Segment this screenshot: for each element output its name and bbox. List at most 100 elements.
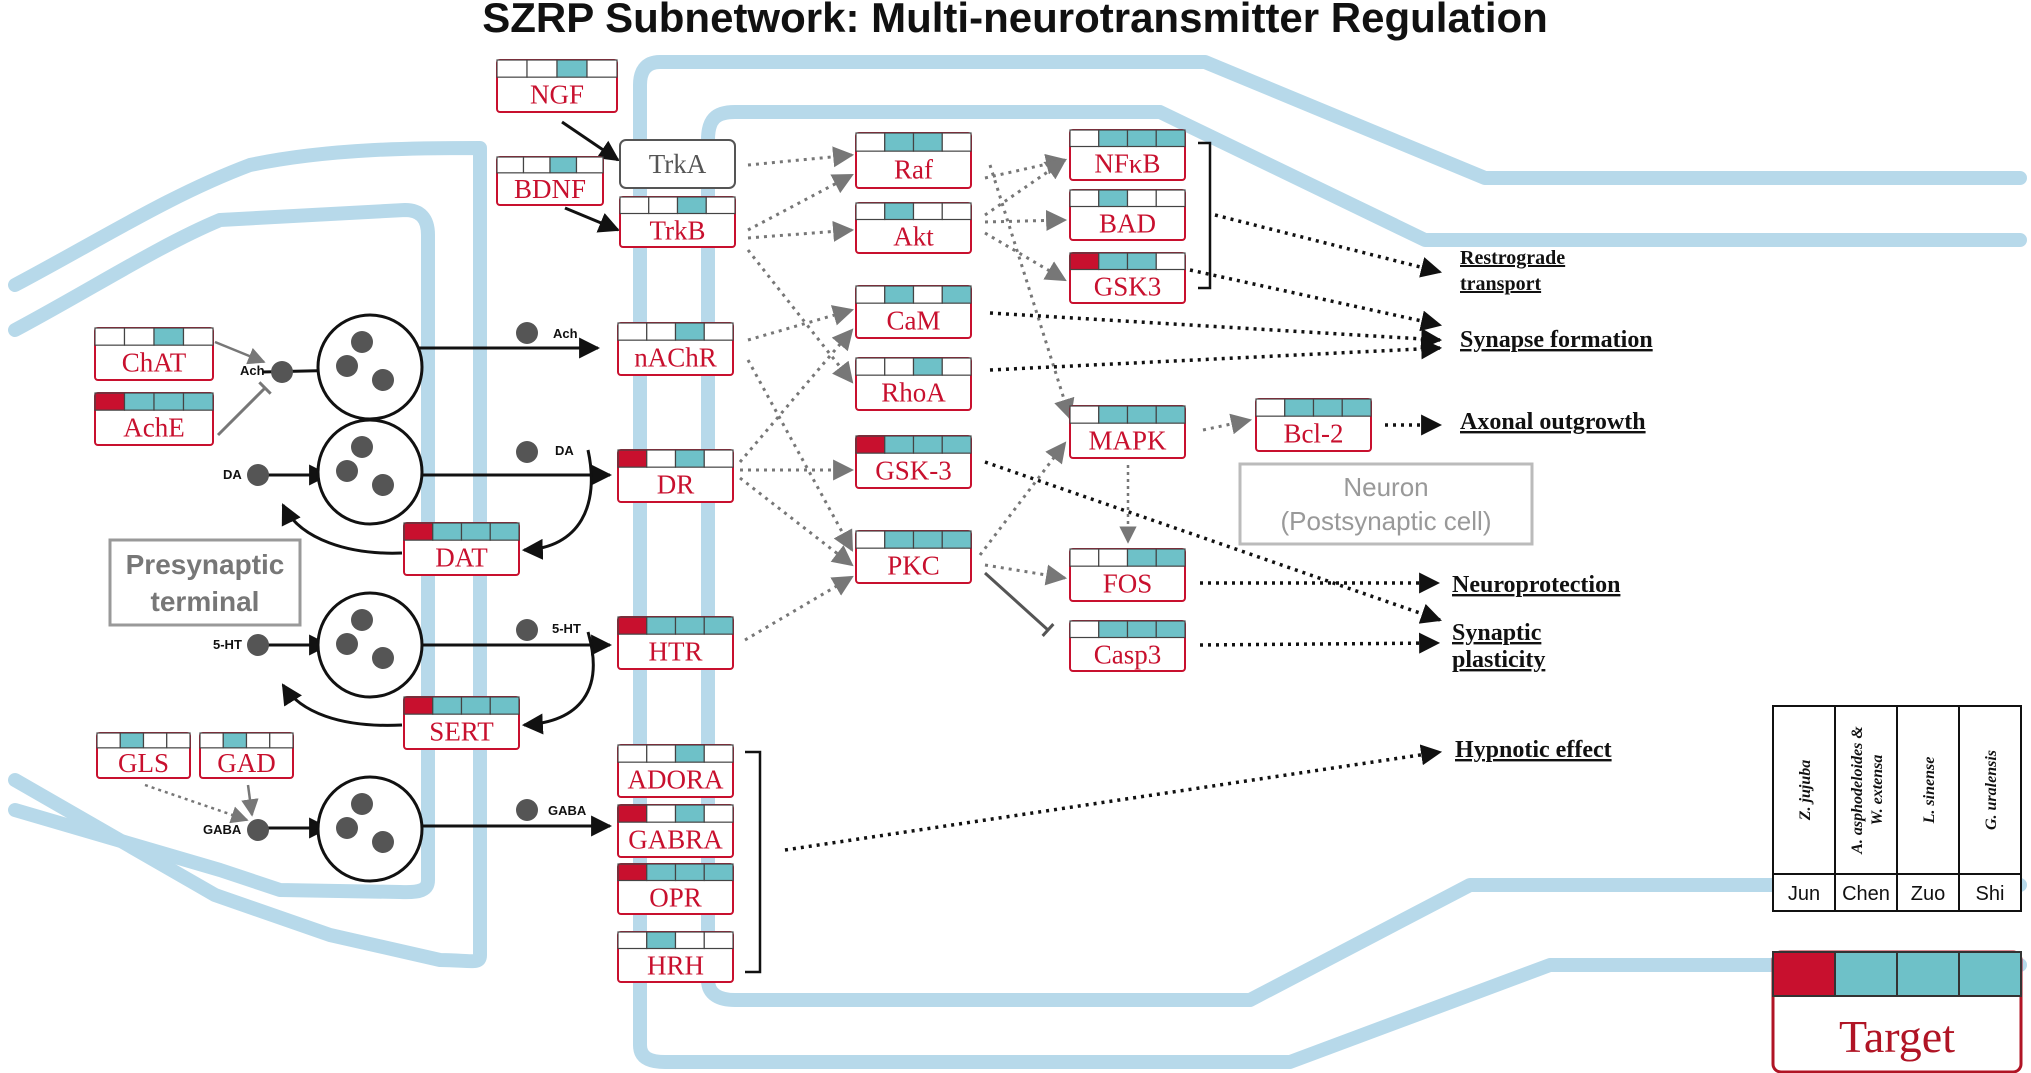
molecule-ht-pre: [247, 634, 269, 656]
node-casp3: Casp3: [1069, 620, 1186, 672]
edge-raf-mapk: [988, 164, 1075, 421]
page-title: SZRP Subnetwork: Multi-neurotransmitter …: [482, 0, 1548, 41]
molecule-gaba-pre: [247, 819, 269, 841]
legend-species-2-line-2: W. extensa: [1869, 755, 1886, 826]
node-chat-cell-4: [182, 327, 214, 346]
edge-gls-gaba: [144, 783, 249, 824]
node-pkc-cell-2: [884, 530, 915, 549]
node-bad-cell-1: [1069, 189, 1100, 208]
node-mapk-label: MAPK: [1088, 426, 1167, 456]
node-nachr-cell-3: [674, 322, 705, 341]
node-trkb: TrkB: [619, 196, 736, 248]
node-gsk3-cell-2: [1098, 252, 1129, 271]
node-sert-cell-3: [460, 696, 491, 715]
presynaptic-membrane-inner: [8, 203, 435, 900]
node-gls-cell-1: [96, 732, 121, 749]
node-opr-cell-4: [703, 863, 734, 882]
edge-trkb-akt: [747, 220, 855, 242]
node-gad-cell-1: [199, 732, 224, 749]
node-bad-cell-2: [1098, 189, 1129, 208]
outcome-synapse-formation: Synapse formation: [1460, 327, 1653, 353]
node-hrh: HRH: [617, 931, 734, 983]
node-rhoa-cell-4: [941, 357, 972, 376]
node-gsk3-cell-3: [1126, 252, 1157, 271]
node-pkc: PKC: [855, 530, 972, 584]
node-ache-label: AchE: [123, 413, 184, 443]
node-casp3-cell-1: [1069, 620, 1100, 639]
node-chat-cell-2: [123, 327, 155, 346]
node-gabra-cell-3: [674, 804, 705, 823]
node-htr-label: HTR: [649, 637, 703, 667]
node-hrh-cell-3: [674, 931, 705, 950]
node-opr: OPR: [617, 863, 734, 915]
node-gls: GLS: [96, 732, 191, 779]
node-fos-cell-3: [1126, 548, 1157, 567]
vesicle-ach-molecule-2: [336, 355, 358, 377]
node-cam: CaM: [855, 285, 972, 339]
node-htr-cell-2: [646, 616, 677, 635]
node-opr-label: OPR: [649, 882, 702, 912]
molecule-gaba-cleft: [516, 799, 538, 821]
node-fos-cell-4: [1155, 548, 1186, 567]
node-mapk-cell-3: [1126, 405, 1157, 424]
node-gls-cell-2: [119, 732, 145, 749]
edge-cam-synapse: [989, 311, 1443, 350]
vesicle-gaba-molecule-2: [336, 817, 358, 839]
node-akt-cell-3: [912, 202, 943, 221]
presynaptic-label-line2: terminal: [151, 586, 260, 617]
molecule-da-cleft: [516, 441, 538, 463]
edge-da-reuptake-dat: [521, 449, 593, 560]
node-rhoa-label: RhoA: [881, 378, 946, 408]
node-adora-cell-1: [617, 744, 648, 763]
node-nachr: nAChR: [617, 322, 734, 376]
node-raf-label: Raf: [894, 155, 933, 185]
node-cam-label: CaM: [887, 306, 941, 336]
postsynaptic-membrane-inner: [701, 105, 2027, 1007]
edge-htr-pkc: [744, 575, 854, 642]
node-gsk-3-cell-4: [941, 435, 972, 454]
brackets: [745, 141, 1212, 974]
legend-species-2-line-1: A. asphodeloides &: [1849, 726, 1866, 855]
node-gad-cell-3: [245, 732, 271, 749]
edge-gsk3-synapse: [1189, 268, 1443, 332]
node-ngf: NGF: [496, 59, 618, 113]
node-trkb-cell-4: [705, 196, 736, 215]
edge-bracket-restrograde: [1214, 213, 1443, 278]
membranes: [8, 55, 2027, 1069]
outcome-axonal-outgrowth: Axonal outgrowth: [1460, 409, 1646, 435]
node-ngf-cell-3: [556, 59, 588, 78]
bracket-nfkb-gsk3: [1198, 141, 1212, 290]
node-bcl-2-cell-1: [1255, 398, 1286, 417]
node-fos-cell-1: [1069, 548, 1100, 567]
edge-dr-pkc: [739, 476, 854, 567]
node-bcl-2-cell-4: [1341, 398, 1372, 417]
node-ngf-cell-2: [526, 59, 558, 78]
node-nfkb-cell-1: [1069, 129, 1100, 148]
legend-name-4: Shi: [1976, 883, 2005, 905]
node-nfkb-cell-3: [1126, 129, 1157, 148]
legend-target-cell-2: [1834, 951, 1898, 997]
node-ngf-cell-4: [586, 59, 618, 78]
node-bcl-2-label: Bcl-2: [1284, 419, 1344, 449]
vesicle-da: [316, 418, 424, 526]
outcome-restrograde-line1: Restrograde: [1460, 247, 1565, 269]
outcome-synaptic-plasticity-line1: Synaptic: [1452, 620, 1542, 646]
neuron-label-line2: (Postsynaptic cell): [1281, 506, 1492, 536]
legend-name-3: Zuo: [1911, 883, 1945, 905]
edge-trkb-raf: [747, 173, 854, 232]
node-opr-cell-3: [674, 863, 705, 882]
gaba-label-pre: GABA: [203, 822, 242, 837]
node-bad-cell-3: [1126, 189, 1157, 208]
vesicle-gaba: [316, 775, 424, 883]
node-fos: FOS: [1069, 548, 1186, 602]
edge-sert-to-vesicle: [281, 683, 403, 727]
node-mapk-cell-4: [1155, 405, 1186, 424]
node-pkc-label: PKC: [887, 551, 940, 581]
node-mapk: MAPK: [1069, 405, 1186, 459]
neuron-label: Neuron (Postsynaptic cell): [1238, 462, 1534, 546]
node-pkc-cell-4: [941, 530, 972, 549]
ht-label-pre: 5-HT: [213, 637, 242, 652]
molecule-da-pre: [247, 464, 269, 486]
